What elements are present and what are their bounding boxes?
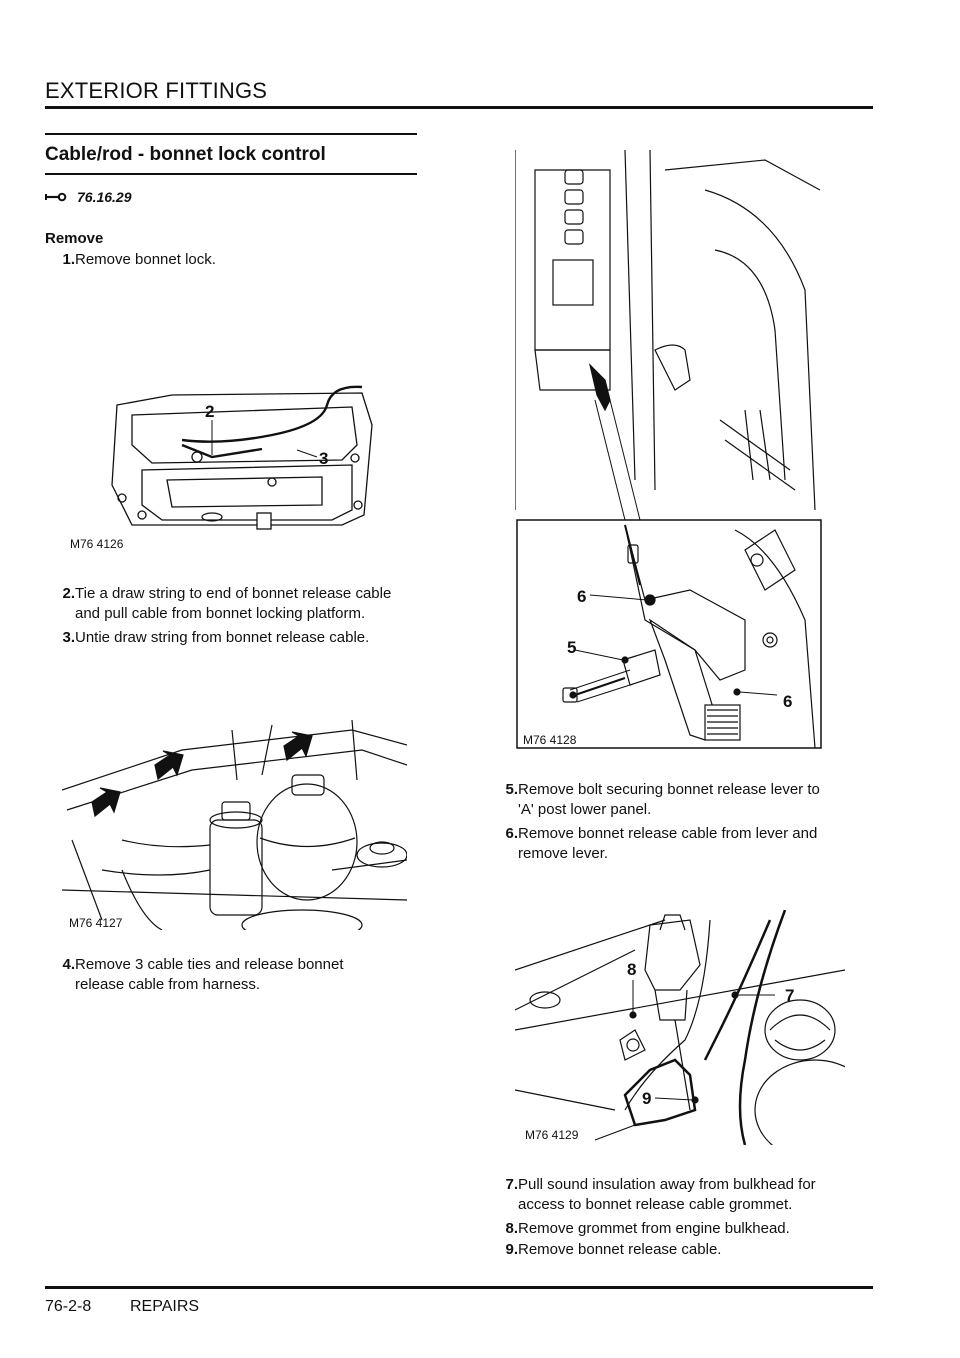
operation-number-text: 76.16.29 (77, 189, 132, 205)
page-header-title: EXTERIOR FITTINGS (45, 78, 268, 103)
step-number: 8. (505, 1220, 518, 1237)
header-rule (45, 106, 873, 109)
callout-9: 9 (642, 1089, 652, 1108)
step-number: 4. (62, 956, 75, 973)
step-text-line-2: and pull cable from bonnet locking platf… (75, 605, 366, 622)
subheading-remove: Remove (45, 230, 104, 247)
operation-number: 76.16.29 (45, 189, 132, 205)
figure-caption: M76 4128 (523, 733, 577, 747)
step-text-line-1: Remove bonnet release cable from lever a… (518, 825, 818, 842)
figure-caption: M76 4129 (525, 1128, 579, 1142)
figure-caption: M76 4127 (69, 916, 123, 930)
step-text-line-1: Tie a draw string to end of bonnet relea… (75, 585, 392, 602)
figure-m76-4126: 2 3 M76 4126 (70, 385, 382, 560)
step-text: Untie draw string from bonnet release ca… (75, 629, 370, 646)
step-text-line-1: Remove bolt securing bonnet release leve… (518, 781, 820, 798)
step-9: 9. Remove bonnet release cable. (488, 1240, 888, 1260)
step-1: 1. Remove bonnet lock. (45, 250, 425, 270)
step-6: 6. Remove bonnet release cable from leve… (488, 824, 888, 864)
figure-caption: M76 4126 (70, 537, 124, 551)
step-text: Remove bonnet lock. (75, 251, 216, 268)
step-text-line-2: access to bonnet release cable grommet. (518, 1196, 793, 1213)
footer-rule (45, 1286, 873, 1289)
figure-m76-4128: 6 5 6 M76 4128 (515, 150, 825, 750)
callout-6-top: 6 (577, 587, 587, 606)
step-number: 3. (62, 629, 75, 646)
step-3: 3. Untie draw string from bonnet release… (45, 628, 425, 648)
step-text-line-2: remove lever. (518, 845, 609, 862)
step-text: Remove grommet from engine bulkhead. (518, 1220, 790, 1237)
step-number: 2. (62, 585, 75, 602)
step-4: 4. Remove 3 cable ties and release bonne… (45, 955, 425, 995)
step-text-line-2: release cable from harness. (75, 976, 261, 993)
step-number: 1. (62, 251, 75, 268)
callout-3: 3 (319, 449, 329, 468)
step-number: 5. (505, 781, 518, 798)
section-title: Cable/rod - bonnet lock control (45, 144, 326, 165)
step-number: 7. (505, 1176, 518, 1193)
step-7: 7. Pull sound insulation away from bulkh… (488, 1175, 888, 1215)
figure-m76-4129: 8 7 9 M76 4129 (515, 910, 845, 1145)
footer-section: REPAIRS (130, 1298, 200, 1315)
step-text-line-2: 'A' post lower panel. (518, 801, 652, 818)
step-text-line-1: Pull sound insulation away from bulkhead… (518, 1176, 816, 1193)
section-rule-bottom (45, 173, 417, 175)
wrench-icon (45, 189, 67, 205)
section-rule-top (45, 133, 417, 135)
callout-6-bottom: 6 (783, 692, 793, 711)
step-number: 9. (505, 1241, 518, 1258)
page-number: 76-2-8 (45, 1298, 92, 1315)
step-text: Remove bonnet release cable. (518, 1241, 722, 1258)
step-8: 8. Remove grommet from engine bulkhead. (488, 1219, 888, 1239)
step-text-line-1: Remove 3 cable ties and release bonnet (75, 956, 344, 973)
step-number: 6. (505, 825, 518, 842)
callout-5: 5 (567, 638, 577, 657)
step-2: 2. Tie a draw string to end of bonnet re… (45, 584, 425, 624)
callout-2: 2 (205, 402, 215, 421)
figure-m76-4127: M76 4127 (62, 720, 407, 930)
callout-7: 7 (785, 986, 795, 1005)
step-5: 5. Remove bolt securing bonnet release l… (488, 780, 888, 820)
callout-8: 8 (627, 960, 637, 979)
